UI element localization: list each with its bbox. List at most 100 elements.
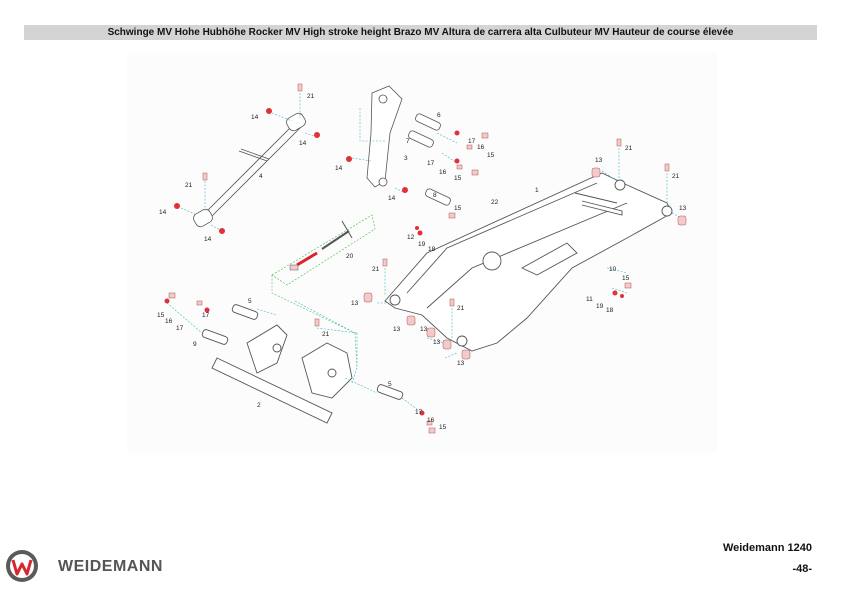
part-label: 13 xyxy=(457,360,465,367)
bolt-15 xyxy=(168,292,176,299)
spring-assembly xyxy=(271,214,376,286)
bolt-15 xyxy=(481,132,489,139)
bushing-13 xyxy=(363,292,373,303)
part-label: 14 xyxy=(388,195,396,202)
part-label: 17 xyxy=(415,409,423,416)
part-label: 14 xyxy=(159,209,167,216)
seal-17 xyxy=(454,130,460,136)
part-label: 1 xyxy=(535,187,539,194)
seal-group xyxy=(164,108,624,416)
seal-17 xyxy=(419,410,425,416)
washer-16 xyxy=(426,420,433,426)
part-label: 21 xyxy=(672,173,680,180)
seal-18 xyxy=(620,294,624,298)
part-label: 16 xyxy=(427,417,435,424)
part-label: 13 xyxy=(420,326,428,333)
exploded-parts-diagram: 1 2 3 4 5 5 6 7 8 9 10 11 12 13 13 13 13… xyxy=(127,53,717,453)
seal-19 xyxy=(612,290,618,296)
part-label: 13 xyxy=(433,339,441,346)
part-label: 15 xyxy=(157,312,165,319)
brand-name: WEIDEMANN xyxy=(58,558,163,575)
base-leader-lines xyxy=(166,300,423,414)
part-label: 14 xyxy=(335,165,343,172)
bushing-13 xyxy=(406,315,416,326)
part-label: 4 xyxy=(259,173,263,180)
part-label: 5 xyxy=(248,298,252,305)
frame-leader-lines xyxy=(377,148,688,359)
part-label: 16 xyxy=(439,169,447,176)
part-label: 19 xyxy=(418,241,426,248)
bushing-13-group xyxy=(363,167,687,360)
part-label: 16 xyxy=(477,144,485,151)
rocker-arm-frame xyxy=(384,172,673,352)
seal-14 xyxy=(266,108,272,114)
part-label: 21 xyxy=(625,145,633,152)
part-label: 21 xyxy=(307,93,315,100)
page-title: Schwinge MV Hohe Hubhöhe Rocker MV High … xyxy=(24,25,817,40)
bolt-group xyxy=(168,132,632,434)
bolt-15 xyxy=(428,427,436,434)
part-label: 18 xyxy=(606,307,614,314)
part-label: 21 xyxy=(322,331,330,338)
bolt-15 xyxy=(471,169,479,176)
seal-17 xyxy=(454,158,460,164)
bracket-leader-lines xyxy=(351,108,458,194)
seal-14 xyxy=(219,228,225,234)
part-label: 15 xyxy=(454,175,462,182)
green-assembly-lines xyxy=(271,275,358,369)
grease-nipple-21 xyxy=(664,163,670,172)
part-label: 15 xyxy=(622,275,630,282)
part-label: 20 xyxy=(346,253,354,260)
part-label: 21 xyxy=(372,266,380,273)
bushing-13 xyxy=(426,327,436,338)
grease-nipple-group xyxy=(202,83,670,327)
weidemann-logo xyxy=(6,550,38,582)
part-label: 13 xyxy=(393,326,401,333)
part-label: 6 xyxy=(437,112,441,119)
bushing-13 xyxy=(591,167,601,178)
diagram-background xyxy=(127,53,717,453)
part-label: 12 xyxy=(407,234,415,241)
part-number-labels: 1 2 3 4 5 5 6 7 8 9 10 11 12 13 13 13 13… xyxy=(157,93,687,431)
washer-16 xyxy=(456,164,463,170)
part-label: 9 xyxy=(193,341,197,348)
seal-17 xyxy=(204,307,210,313)
grease-nipple-21 xyxy=(297,83,303,92)
part-label: 19 xyxy=(596,303,604,310)
part-label: 15 xyxy=(454,205,462,212)
part-label: 18 xyxy=(428,246,436,253)
grease-nipple-21 xyxy=(314,318,320,327)
grease-nipple-21 xyxy=(616,138,622,147)
part-label: 17 xyxy=(427,160,435,167)
seal-14 xyxy=(402,187,408,193)
part-label: 14 xyxy=(299,140,307,147)
seal-14 xyxy=(346,156,352,162)
part-label: 14 xyxy=(251,114,259,121)
part-label: 8 xyxy=(433,192,437,199)
seal-14 xyxy=(314,132,320,138)
axle-bar-assembly xyxy=(193,112,306,228)
part-label: 13 xyxy=(679,205,687,212)
part-label: 11 xyxy=(586,296,593,303)
bushing-13 xyxy=(461,349,471,360)
axle-leader-lines xyxy=(180,93,318,232)
part-label: 13 xyxy=(595,157,603,164)
seal-18 xyxy=(415,226,419,230)
base-plate-assembly xyxy=(201,304,404,424)
part-label: 15 xyxy=(487,152,495,159)
part-label: 3 xyxy=(404,155,408,162)
part-label: 17 xyxy=(176,325,184,332)
page-number: -48- xyxy=(792,563,812,575)
part-label: 21 xyxy=(457,305,465,312)
washer-16 xyxy=(196,300,203,306)
machine-model: Weidemann 1240 xyxy=(722,542,812,554)
part-label: 22 xyxy=(491,199,499,206)
seal-19 xyxy=(417,230,423,236)
part-label: 5 xyxy=(388,381,392,388)
bushing-13 xyxy=(442,339,452,350)
seal-14 xyxy=(174,203,180,209)
part-label: 17 xyxy=(468,138,476,145)
seal-17 xyxy=(164,298,170,304)
bolt-15 xyxy=(448,212,456,219)
part-label: 15 xyxy=(439,424,447,431)
